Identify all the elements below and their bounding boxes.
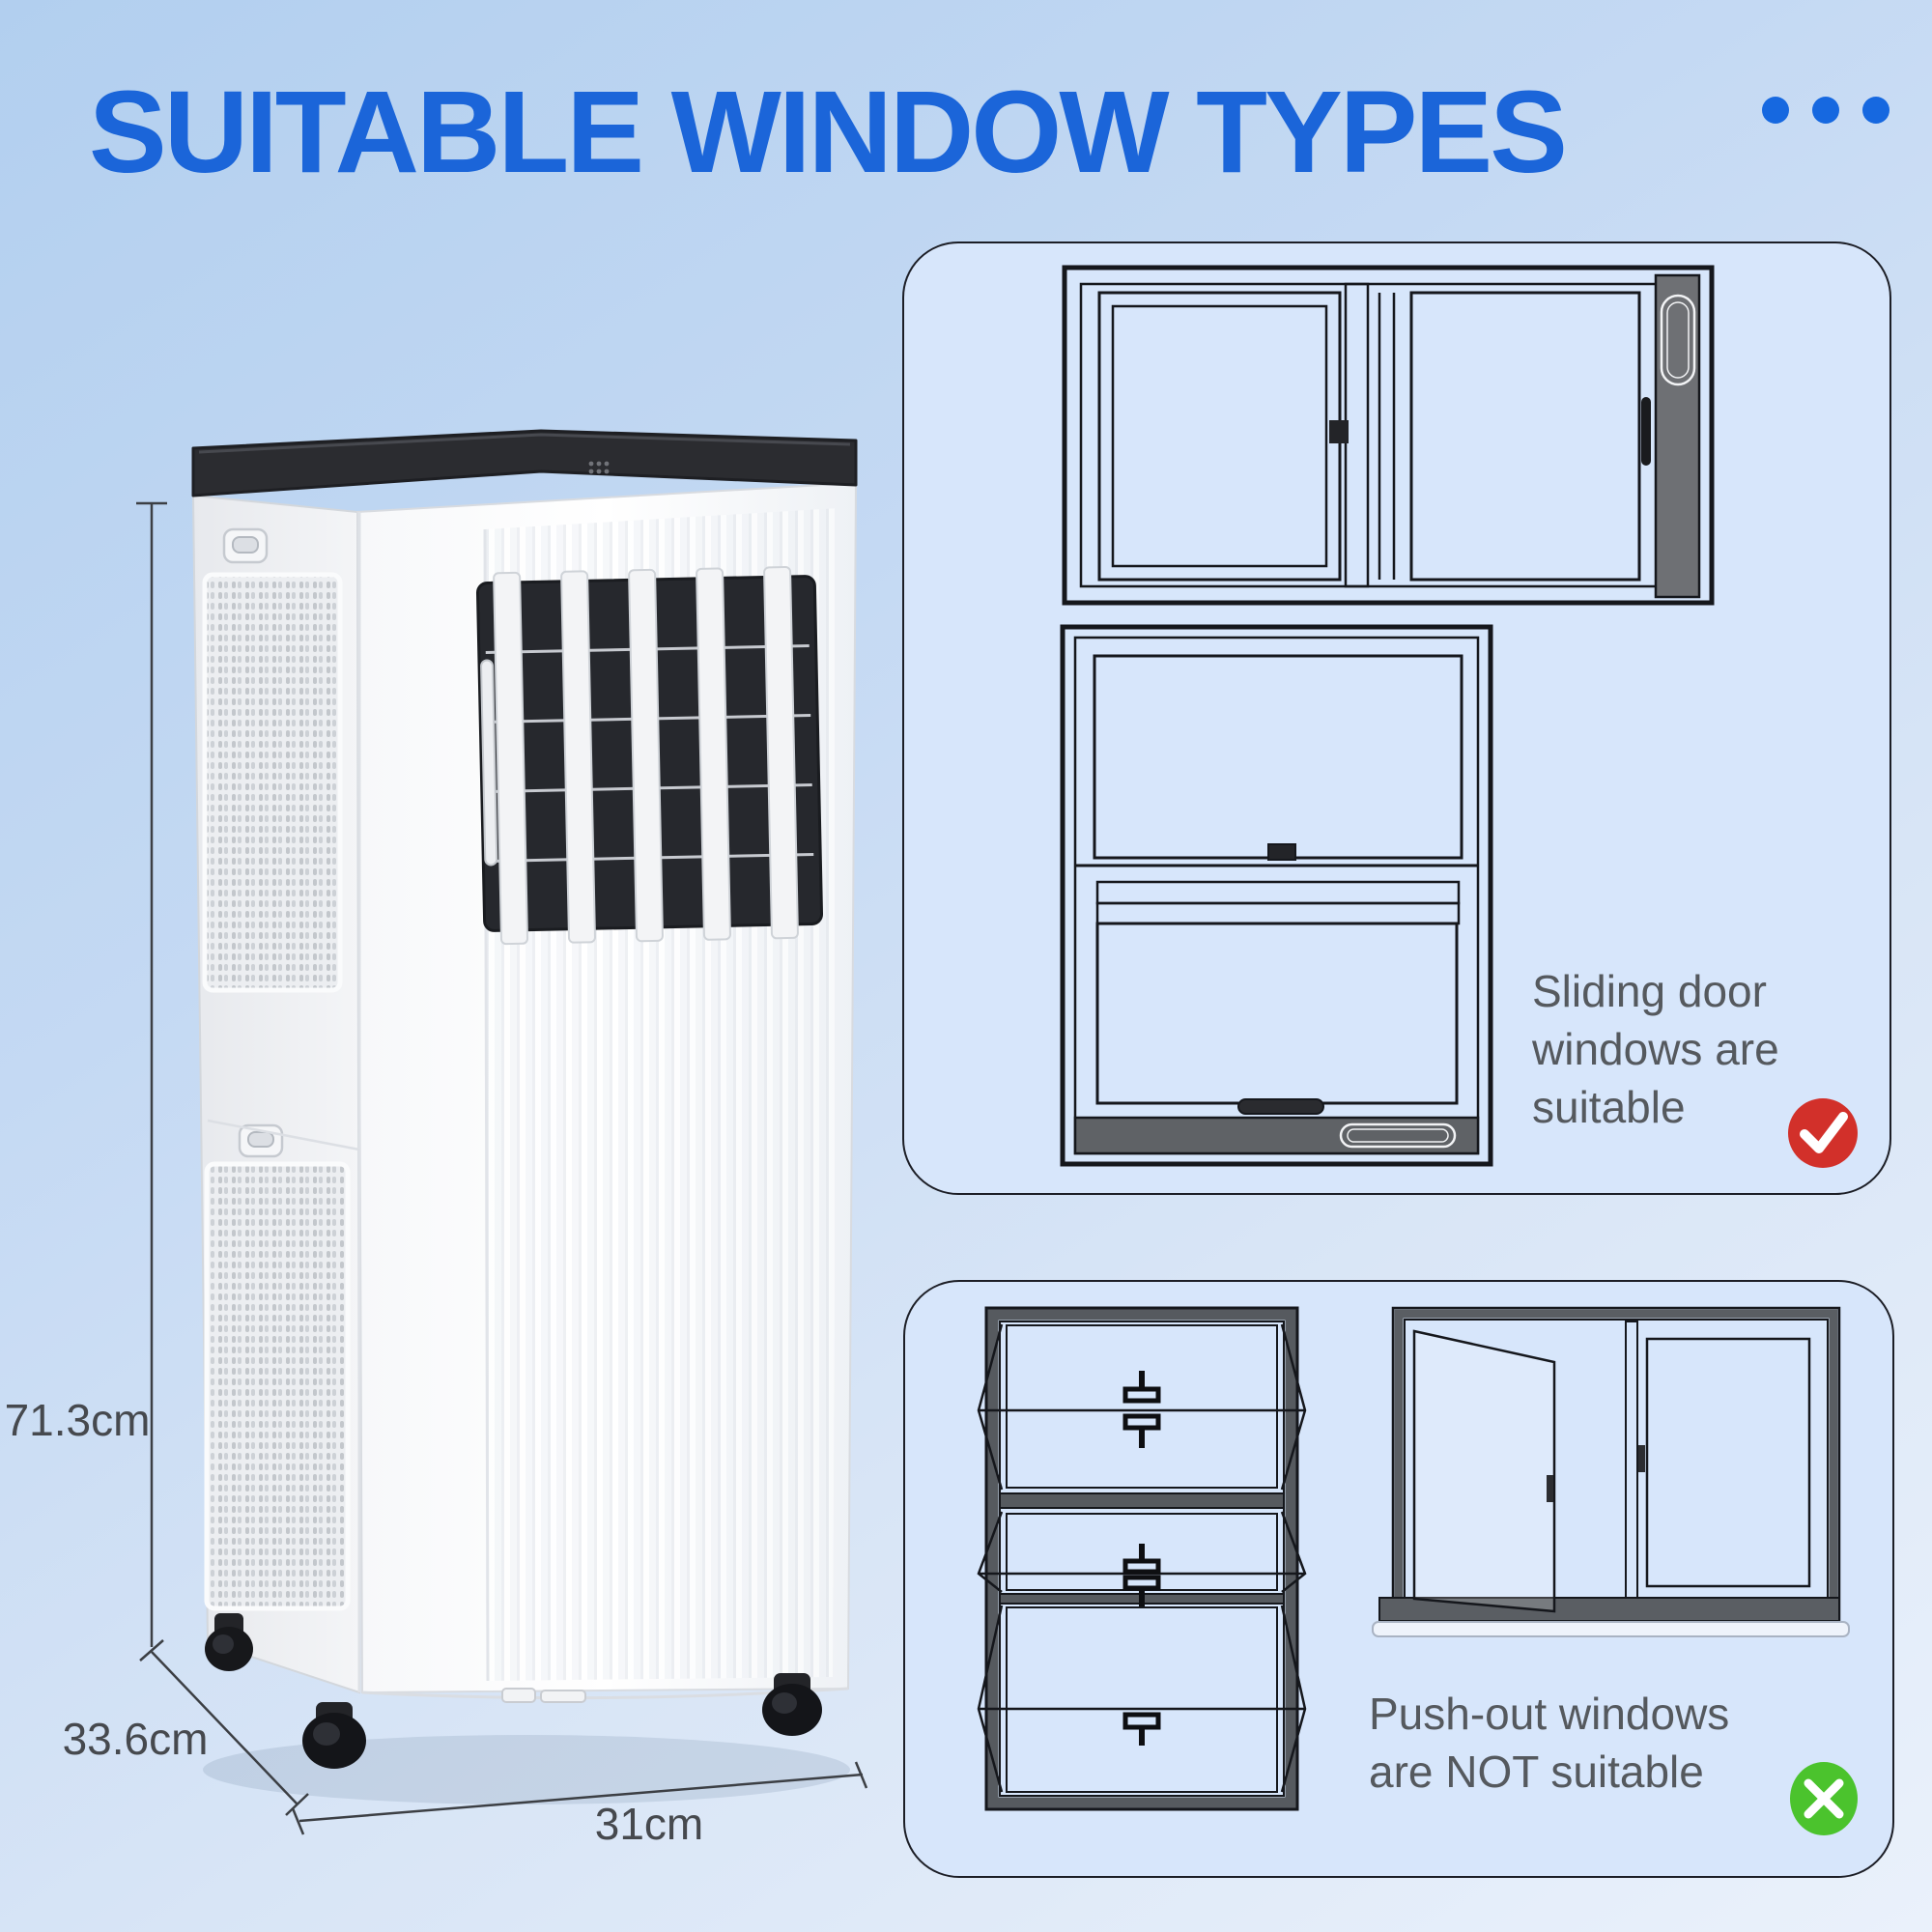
open-sash — [977, 1323, 1307, 1491]
height-dimension-line — [136, 501, 167, 1662]
caption-line: Push-out windows — [1369, 1689, 1730, 1739]
caption-line: windows are — [1532, 1024, 1779, 1074]
air-conditioner-illustration: 71.3cm 33.6cm 31cm — [5, 429, 868, 1849]
ac-top-dots — [588, 461, 610, 474]
dot-icon — [1862, 97, 1889, 124]
caption-line: are NOT suitable — [1369, 1747, 1704, 1797]
suitable-caption: Sliding door windows are suitable — [1532, 962, 1779, 1136]
cross-icon — [1790, 1762, 1858, 1835]
ac-unit — [191, 429, 858, 1769]
suitable-windows-panel: Sliding door windows are suitable — [902, 242, 1891, 1195]
depth-dimension-line — [151, 1651, 309, 1816]
floor-shadow — [203, 1735, 850, 1804]
depth-dimension-label: 33.6cm — [63, 1714, 209, 1764]
caster-wheel-front-right — [762, 1673, 822, 1736]
check-icon — [1788, 1098, 1858, 1168]
ellipsis-icon — [1762, 97, 1889, 124]
dot-icon — [1762, 97, 1789, 124]
vent-louver-rod — [480, 659, 498, 867]
width-dimension-line — [291, 1761, 868, 1835]
open-pane — [1412, 1329, 1556, 1613]
height-dimension-label: 71.3cm — [5, 1395, 151, 1445]
caster-wheel-rear — [205, 1613, 253, 1671]
suitable-windows-icons — [1060, 265, 1858, 1168]
vertical-sliding-window-icon — [1060, 624, 1493, 1167]
ac-top-cap — [191, 429, 858, 497]
caption-line: suitable — [1532, 1082, 1686, 1132]
ac-vent-grille — [475, 566, 824, 946]
open-sash — [977, 1605, 1307, 1793]
ac-mesh-grille-bottom — [204, 1123, 351, 1611]
caster-wheel-front-left — [302, 1702, 366, 1769]
not-suitable-windows-icons — [977, 1306, 1858, 1835]
not-suitable-caption: Push-out windows are NOT suitable — [1369, 1685, 1729, 1801]
dimension-annotations — [136, 501, 868, 1835]
latch-handle-icons — [1122, 1371, 1161, 1746]
horizontal-sliding-window-icon — [1062, 265, 1715, 606]
ac-mesh-grille-top — [202, 527, 343, 993]
page-title: SUITABLE WINDOW TYPES — [89, 66, 1568, 197]
vent-slats — [493, 566, 799, 946]
caption-line: Sliding door — [1532, 966, 1767, 1016]
not-suitable-windows-panel: Push-out windows are NOT suitable — [903, 1280, 1894, 1878]
casement-push-out-window-icon — [1372, 1306, 1850, 1637]
width-dimension-label: 31cm — [595, 1799, 703, 1849]
dot-icon — [1812, 97, 1839, 124]
awning-push-out-window-icon — [977, 1306, 1307, 1811]
